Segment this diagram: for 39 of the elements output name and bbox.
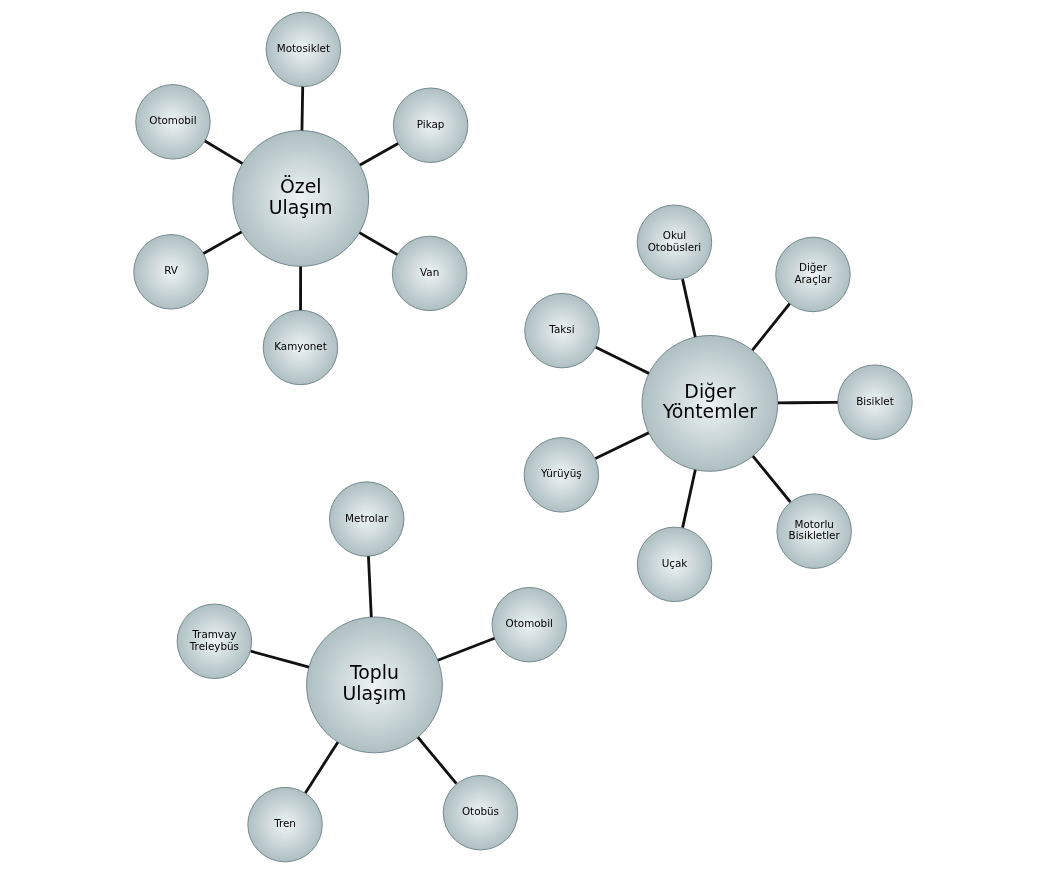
connector	[300, 86, 304, 131]
node-circle: Bisiklet	[836, 364, 913, 440]
connector	[680, 278, 697, 338]
connector	[594, 431, 649, 460]
node-circle: Motosiklet	[265, 11, 341, 88]
node-circle: Otomobil	[491, 587, 567, 663]
connector	[680, 469, 697, 528]
node-circle: Tren	[246, 786, 323, 863]
node-circle: RV	[132, 234, 209, 310]
connector	[416, 736, 457, 785]
node-circle: Özel Ulaşım	[231, 130, 369, 267]
node-circle: Pikap	[392, 87, 468, 163]
node-circle: Diğer Araçlar	[774, 236, 851, 313]
connector	[366, 556, 373, 618]
connector	[358, 142, 399, 167]
node-circle: Okul Otobüsleri	[636, 204, 712, 280]
connector	[303, 741, 339, 794]
connector	[203, 139, 243, 165]
connector	[202, 230, 242, 255]
node-circle: Otomobil	[134, 84, 211, 160]
node-circle: Taksi	[523, 292, 600, 369]
node-circle: Metrolar	[328, 481, 404, 557]
connector	[751, 455, 791, 503]
node-circle: Toplu Ulaşım	[305, 616, 443, 754]
node-circle: Kamyonet	[262, 309, 338, 386]
connector	[750, 302, 791, 352]
node-circle: Motorlu Bisikletler	[775, 493, 852, 569]
node-circle: Van	[391, 235, 467, 312]
connector	[358, 231, 398, 256]
node-circle: Otobüs	[442, 775, 518, 851]
node-circle: Diğer Yöntemler	[641, 335, 778, 472]
connector	[594, 346, 649, 375]
node-circle: Yürüyüş	[523, 437, 599, 513]
node-circle: Tramvay Treleybüs	[176, 603, 252, 679]
connector	[436, 636, 495, 662]
connector	[298, 266, 302, 311]
connector	[777, 401, 838, 405]
node-circle: Uçak	[636, 526, 712, 603]
connector	[249, 649, 309, 669]
